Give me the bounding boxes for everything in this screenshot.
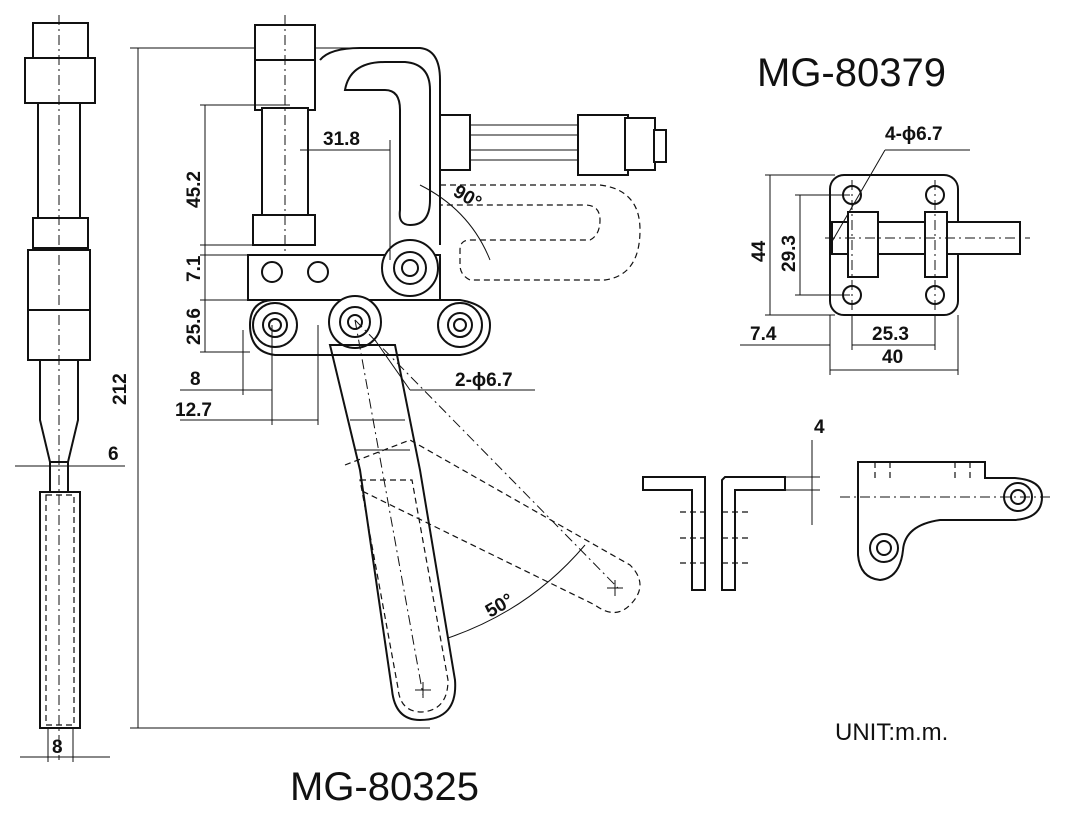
dim-8-bottom: 8: [52, 737, 63, 758]
unit-label: UNIT:m.m.: [835, 719, 948, 746]
dim-8: 8: [190, 369, 201, 390]
dim-7-1: 7.1: [184, 255, 205, 282]
dim-44: 44: [749, 240, 770, 262]
dim-7-4: 7.4: [750, 324, 777, 345]
dim-holes-2: 2-ϕ6.7: [455, 370, 513, 391]
dim-25-3: 25.3: [872, 324, 909, 345]
dim-6: 6: [108, 444, 119, 465]
dim-29-3: 29.3: [779, 235, 800, 272]
dim-31-8: 31.8: [323, 129, 360, 150]
dim-4: 4: [814, 417, 825, 438]
dim-40: 40: [882, 347, 903, 368]
side-view: [15, 15, 125, 762]
model-title-main: MG-80325: [290, 765, 479, 809]
dim-45-2: 45.2: [184, 171, 205, 208]
dim-25-6: 25.6: [184, 308, 205, 345]
base-plate-view: [740, 149, 1030, 375]
bracket-views: [642, 440, 1050, 591]
angle-50: 50°: [482, 590, 517, 623]
front-view: [180, 15, 667, 722]
dim-12-7: 12.7: [175, 400, 212, 421]
dim-holes-4: 4-ϕ6.7: [885, 124, 943, 145]
model-title-alt: MG-80379: [757, 51, 946, 95]
dim-212: 212: [110, 373, 131, 405]
